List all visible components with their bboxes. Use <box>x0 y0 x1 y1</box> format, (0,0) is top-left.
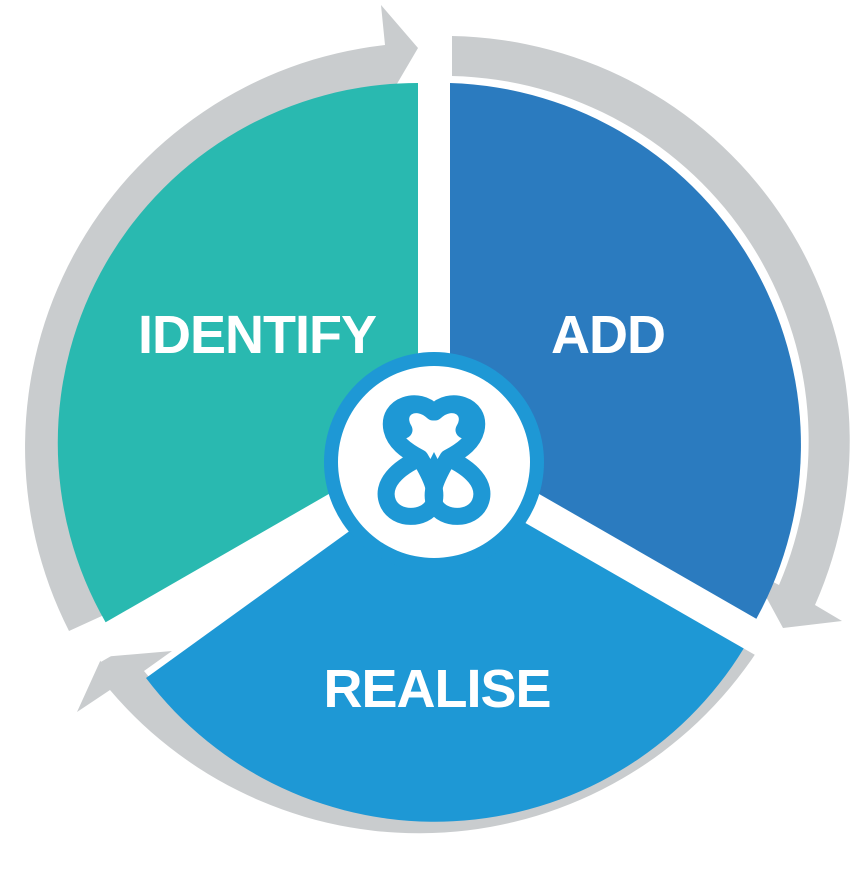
segment-label-add: ADD <box>551 305 665 365</box>
cycle-arrow-identify-to-add <box>25 5 418 631</box>
segment-realise <box>146 470 744 822</box>
center-logo <box>324 352 544 572</box>
segments <box>57 82 801 822</box>
segment-label-realise: REALISE <box>323 659 550 719</box>
eighty-eight-logo-icon <box>377 395 491 525</box>
segment-label-identify: IDENTIFY <box>138 305 377 365</box>
droplet-icon <box>426 452 442 480</box>
cycle-arrow-add-to-realise <box>452 36 850 628</box>
